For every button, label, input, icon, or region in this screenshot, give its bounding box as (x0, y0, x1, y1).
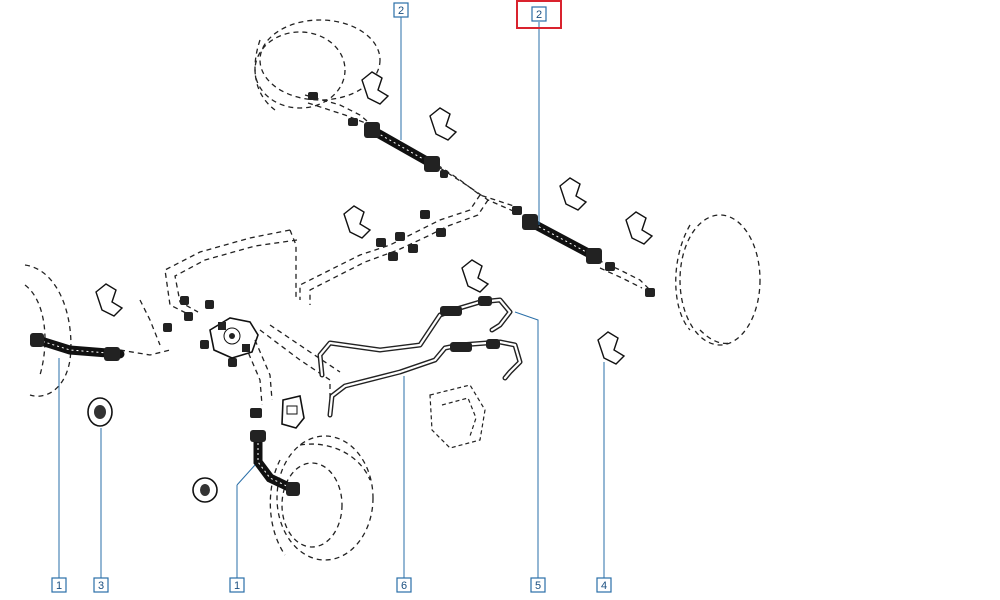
callout-top-right-2-highlighted[interactable]: 2 (516, 0, 562, 29)
rigid-pipe-5 (317, 296, 513, 378)
fittings (163, 92, 655, 418)
flex-hose-bottom (250, 430, 300, 496)
callout-label: 1 (234, 580, 240, 592)
rigid-pipe-6 (327, 339, 523, 418)
callout-label: 3 (98, 580, 104, 592)
dashed-brake-lines (119, 94, 651, 420)
wheel-left (24, 264, 72, 397)
brake-distributor (209, 317, 259, 359)
callout-bottom-3[interactable]: 3 (93, 577, 109, 593)
callout-label: 2 (398, 5, 404, 17)
callout-bottom-4[interactable]: 4 (596, 577, 612, 593)
highlight-frame (516, 0, 562, 29)
wheel-bottom (269, 435, 374, 561)
callout-bottom-6[interactable]: 6 (396, 577, 412, 593)
leader-lines (58, 17, 605, 578)
flex-hose-top-left (364, 122, 440, 172)
caliper-bracket (281, 395, 305, 429)
callout-label: 1 (56, 580, 62, 592)
callout-bottom-5[interactable]: 5 (530, 577, 546, 593)
grommet-parts (87, 397, 218, 503)
flex-hose-left (30, 333, 125, 361)
callout-label: 4 (601, 580, 607, 592)
callout-label: 2 (536, 9, 542, 21)
callout-label: 5 (535, 580, 541, 592)
wheel-top-right (675, 214, 761, 346)
brake-pad-outline (429, 384, 486, 449)
callout-bottom-1b[interactable]: 1 (229, 577, 245, 593)
wheel-top-left (254, 19, 381, 111)
callout-bottom-1a[interactable]: 1 (51, 577, 67, 593)
callout-top-left-2[interactable]: 2 (393, 2, 409, 18)
callout-label: 6 (401, 580, 407, 592)
clips (95, 71, 654, 365)
flex-hose-top-right (522, 214, 602, 264)
